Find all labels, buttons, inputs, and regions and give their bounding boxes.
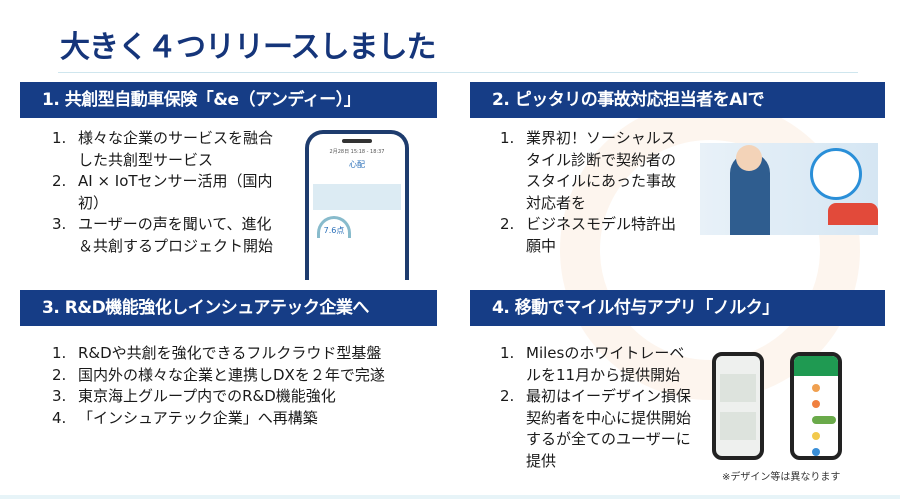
list-item: 2.AI × IoTセンサー活用（国内初） bbox=[52, 172, 273, 212]
section-1-header: 1. 共創型自動車保険「&e（アンディー）」 bbox=[20, 82, 437, 118]
list-item: 1.Milesのホワイトレーベルを11月から提供開始 bbox=[500, 344, 685, 384]
section-3-list: 1.R&Dや共創を強化できるフルクラウド型基盤 2.国内外の様々な企業と連携しD… bbox=[52, 343, 452, 429]
design-disclaimer: ※デザイン等は異なります bbox=[722, 472, 841, 483]
driving-score: 7.6点 bbox=[317, 216, 351, 238]
list-item: 4.「インシュアテック企業」へ再構築 bbox=[52, 408, 318, 427]
list-item: 3.東京海上グループ内でのR&D機能強化 bbox=[52, 387, 336, 405]
miles-app-screenshot bbox=[790, 352, 842, 460]
ai-matching-illustration bbox=[700, 143, 878, 235]
footer-bar bbox=[0, 495, 900, 499]
section-2-header: 2. ピッタリの事故対応担当者をAIで bbox=[470, 82, 885, 118]
list-item: 2.最初はイーデザイン損保契約者を中心に提供開始するが全てのユーザーに提供 bbox=[500, 387, 692, 470]
divider bbox=[58, 72, 858, 73]
section-4-list: 1.Milesのホワイトレーベルを11月から提供開始 2.最初はイーデザイン損保… bbox=[500, 343, 692, 472]
trip-status: 心配 bbox=[349, 160, 365, 169]
section-1-list: 1.様々な企業のサービスを融合した共創型サービス 2.AI × IoTセンサー活… bbox=[52, 128, 277, 257]
section-2-list: 1.業界初！ソーシャルスタイル診断で契約者のスタイルにあった事故対応者を 2.ビ… bbox=[500, 128, 690, 257]
list-item: 1.様々な企業のサービスを融合した共創型サービス bbox=[52, 129, 274, 169]
list-item: 1.R&Dや共創を強化できるフルクラウド型基盤 bbox=[52, 344, 382, 362]
list-item: 2.国内外の様々な企業と連携しDXを２年で完遂 bbox=[52, 365, 385, 384]
list-item: 1.業界初！ソーシャルスタイル診断で契約者のスタイルにあった事故対応者を bbox=[500, 129, 677, 212]
page-title: 大きく４つリリースしました bbox=[60, 30, 436, 65]
list-item: 2.ビジネスモデル特許出願中 bbox=[500, 215, 677, 255]
list-item: 3.ユーザーの声を聞いて、進化＆共創するプロジェクト開始 bbox=[52, 215, 274, 255]
section-4-header: 4. 移動でマイル付与アプリ「ノルク」 bbox=[470, 290, 885, 326]
andy-app-screenshot: 2月28日 15:18 - 18:37 心配 7.6点 bbox=[305, 130, 409, 280]
section-3-header: 3. R&D機能強化しインシュアテック企業へ bbox=[20, 290, 437, 326]
map-app-screenshot bbox=[712, 352, 764, 460]
trip-date: 2月28日 15:18 - 18:37 bbox=[329, 149, 385, 155]
